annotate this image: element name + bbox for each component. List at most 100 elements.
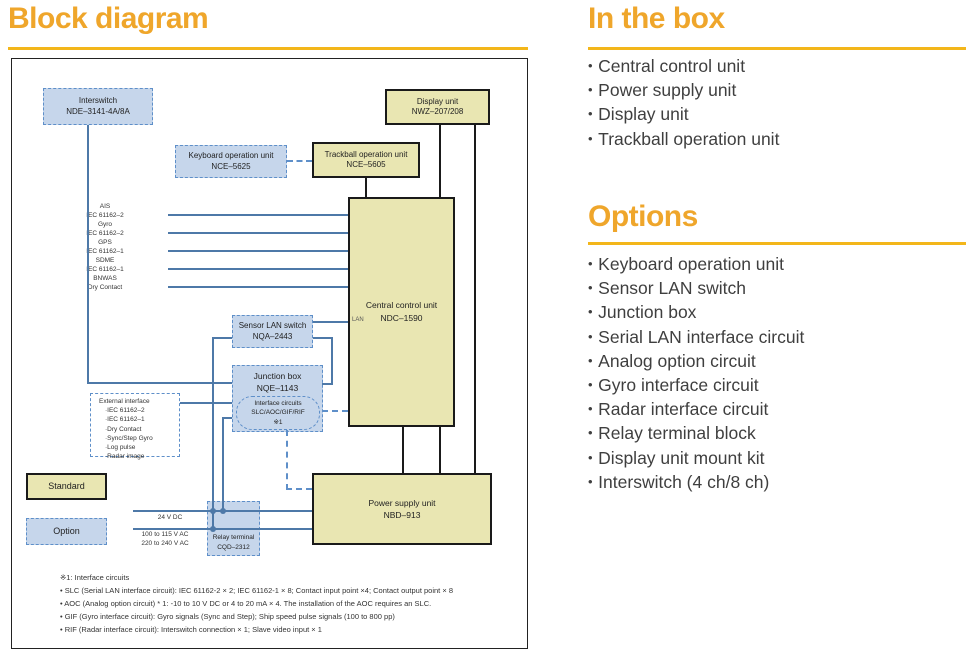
box-model: NBD–913 <box>383 510 421 520</box>
list-item: Keyboard operation unit <box>588 253 804 277</box>
wire-ifc-to-psu-v <box>286 430 288 490</box>
legend-label: Option <box>53 526 80 537</box>
in-the-box-title: In the box <box>588 2 725 35</box>
signal-name: GPS <box>98 239 112 246</box>
box-model: NCE–5625 <box>211 161 251 171</box>
list-item: Relay terminal block <box>588 422 804 446</box>
wire-central-to-psu-1 <box>402 427 404 473</box>
wire-keyboard-to-trackball <box>287 160 312 162</box>
legend-option: Option <box>26 518 107 545</box>
external-interface-item: ·Dry Contact <box>105 425 142 433</box>
signal-name: SDME <box>95 257 115 264</box>
signal-label-ais: AIS IEC 61162–2 <box>55 202 155 220</box>
wire-sensorlan-junction-h1 <box>313 337 333 339</box>
in-the-box-underline <box>588 47 966 50</box>
signal-spec: IEC 61162–1 <box>86 266 124 273</box>
footnote-line: • RIF (Radar interface circuit): Intersw… <box>60 625 322 634</box>
list-item: Display unit mount kit <box>588 447 804 471</box>
wire-sensorlan-to-lan-port <box>313 321 348 323</box>
wire-sensorlan-junction-v <box>331 337 333 385</box>
external-interface-box: External interface ·IEC 61162–2 ·IEC 611… <box>90 393 180 460</box>
wire-gyro <box>168 232 348 234</box>
signal-spec: Dry Contact <box>87 284 123 291</box>
footnotes: ※1: Interface circuits • SLC (Serial LAN… <box>60 571 522 636</box>
list-item: Radar interface circuit <box>588 398 804 422</box>
box-model: CQD–2312 <box>217 543 250 551</box>
list-item: Serial LAN interface circuit <box>588 326 804 350</box>
display-unit-box: Display unit NWZ–207/208 <box>385 89 490 125</box>
wire-gps <box>168 250 348 252</box>
in-the-box-list: Central control unit Power supply unit D… <box>588 55 779 152</box>
power-supply-unit-box: Power supply unit NBD–913 <box>312 473 492 545</box>
box-model: NDC–1590 <box>380 313 423 323</box>
signal-name: AIS <box>99 203 111 210</box>
wire-ifc-to-psu-h <box>286 488 312 490</box>
footnote-line: • GIF (Gyro interface circuit): Gyro sig… <box>60 612 395 621</box>
wire-ais <box>168 214 348 216</box>
signal-spec: IEC 61162–1 <box>86 248 124 255</box>
signal-label-gyro: Gyro IEC 61162–2 <box>55 220 155 238</box>
external-interface-item: ·IEC 61162–1 <box>105 416 145 424</box>
external-interface-item: ·Sync/Step Gyro <box>105 434 153 442</box>
wire-junction-power-h <box>222 417 232 419</box>
options-title: Options <box>588 200 698 233</box>
list-item: Power supply unit <box>588 79 779 103</box>
options-underline <box>588 242 966 245</box>
options-list: Keyboard operation unit Sensor LAN switc… <box>588 253 804 495</box>
wire-sensorlan-junction-h2 <box>322 383 333 385</box>
list-item: Gyro interface circuit <box>588 374 804 398</box>
wire-interswitch-v <box>87 125 89 384</box>
footnote-line: • SLC (Serial LAN interface circuit): IE… <box>60 586 453 595</box>
wire-ifc-to-central <box>322 410 348 412</box>
box-label: Sensor LAN switch <box>238 321 307 330</box>
footnote-line: ※1: Interface circuits <box>60 573 130 582</box>
signal-name: Gyro <box>97 221 113 228</box>
wire-junction-power-v <box>222 417 224 512</box>
list-item: Display unit <box>588 103 779 127</box>
lan-port-label: LAN <box>352 317 364 323</box>
wire-central-to-psu-2 <box>439 427 441 473</box>
wire-interswitch-to-junction <box>87 382 232 384</box>
box-model: NDE–3141-4A/8A <box>66 106 130 116</box>
box-label: Power supply unit <box>368 498 436 508</box>
box-label: Trackball operation unit <box>324 149 408 159</box>
box-label: SLC/AOC/GIF/RIF <box>251 409 305 417</box>
box-label: Central control unit <box>365 300 438 310</box>
wire-sensorlan-power-h <box>212 337 232 339</box>
page-title: Block diagram <box>8 2 209 35</box>
list-item: Central control unit <box>588 55 779 79</box>
box-label: Junction box <box>253 371 302 381</box>
wire-bnwas <box>168 286 348 288</box>
interswitch-box: Interswitch NDE–3141-4A/8A <box>43 88 153 125</box>
junction-dot <box>210 508 216 514</box>
box-model: NWZ–207/208 <box>411 107 464 116</box>
signal-spec: IEC 61162–2 <box>86 212 124 219</box>
external-interface-item: ·Log pulse <box>105 444 136 452</box>
signal-name: BNWAS <box>93 275 117 282</box>
signal-label-bnwas: BNWAS Dry Contact <box>55 274 155 292</box>
list-item: Trackball operation unit <box>588 128 779 152</box>
footnote-line: • AOC (Analog option circuit) * 1: -10 t… <box>60 599 432 608</box>
list-item: Interswitch (4 ch/8 ch) <box>588 471 804 495</box>
box-label: Relay terminal <box>212 534 255 541</box>
title-underline <box>8 47 528 50</box>
box-label: Interface circuits <box>254 399 302 407</box>
external-interface-item: ·IEC 61162–2 <box>105 407 145 415</box>
signal-label-gps: GPS IEC 61162–1 <box>55 238 155 256</box>
ac-power-label-1: 100 to 115 V AC <box>141 531 189 538</box>
legend-label: Standard <box>48 481 85 492</box>
wire-sdme <box>168 268 348 270</box>
list-item: Analog option circuit <box>588 350 804 374</box>
ac-power-label-2: 220 to 240 V AC <box>141 540 189 547</box>
box-model: NQE–1143 <box>256 383 299 393</box>
signal-spec: IEC 61162–2 <box>86 230 124 237</box>
box-label: Interswitch <box>78 96 118 105</box>
wire-extif-to-junction <box>180 402 232 404</box>
list-item: Sensor LAN switch <box>588 277 804 301</box>
box-label: Display unit <box>416 96 459 106</box>
wire-sensorlan-power-v <box>212 337 214 529</box>
junction-dot <box>210 526 216 532</box>
interface-circuits-box: Interface circuits SLC/AOC/GIF/RIF ※1 <box>236 396 320 430</box>
wire-display-to-psu <box>474 125 476 473</box>
